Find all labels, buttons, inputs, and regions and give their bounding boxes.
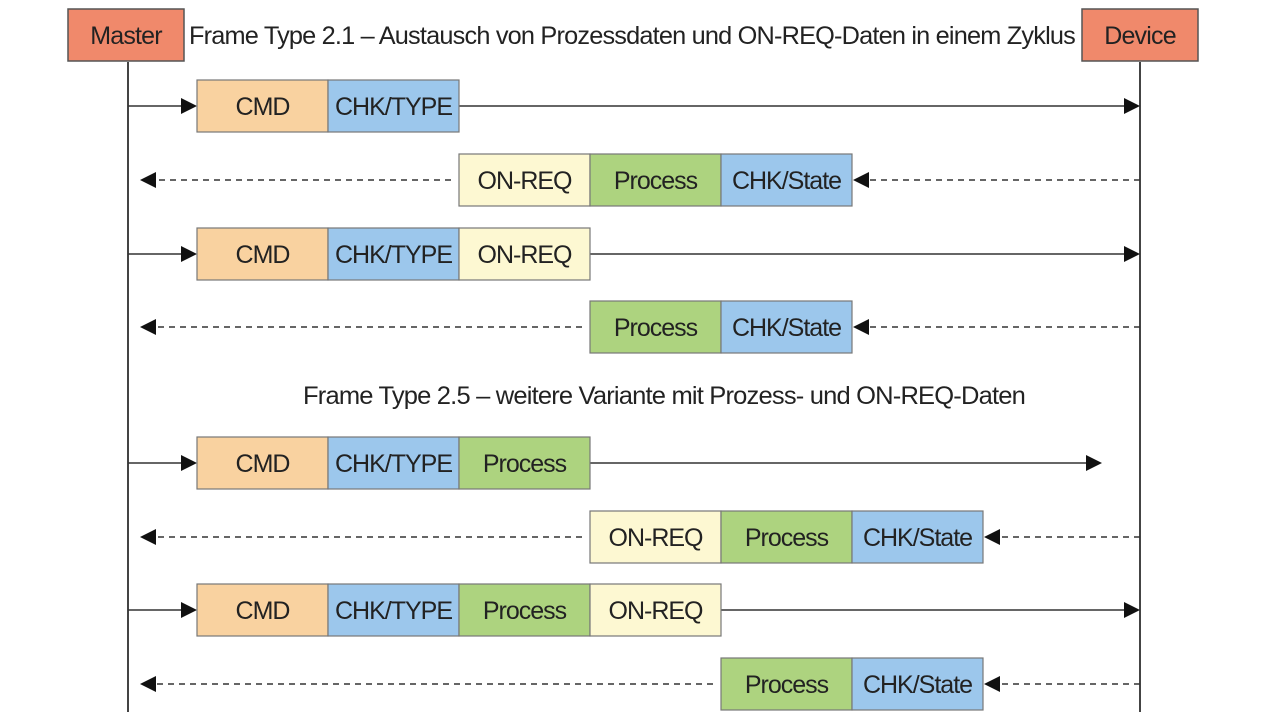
field-label: CHK/State [732,167,841,195]
field-box [327,79,460,133]
field-on-req: ON-REQ [589,583,722,637]
field-box [851,657,984,711]
message-row: CMD CHK/TYPE [128,79,1140,133]
arrowhead-icon [1124,602,1140,618]
field-on-req: ON-REQ [589,510,722,564]
field-label: Process [614,167,698,195]
field-box [589,300,722,354]
master-label: Master [90,22,162,50]
field-cmd: CMD [196,583,329,637]
field-label: CHK/TYPE [335,93,452,121]
arrowhead-icon [181,455,197,471]
field-box [851,510,984,564]
field-chk-state: CHK/State [851,510,984,564]
device-box [1081,8,1199,62]
device-label: Device [1104,22,1176,50]
field-label: CHK/State [732,314,841,342]
field-box [327,227,460,281]
arrowhead-icon [1124,246,1140,262]
field-process: Process [589,300,722,354]
field-label: CHK/TYPE [335,597,452,625]
field-cmd: CMD [196,79,329,133]
field-box [458,227,591,281]
field-process: Process [720,657,853,711]
field-chk-type: CHK/TYPE [327,436,460,490]
arrowhead-icon [984,529,1000,545]
arrowhead-icon [140,529,156,545]
frame-type-2-5-title: Frame Type 2.5 – weitere Variante mit Pr… [303,382,1025,410]
field-process: Process [589,153,722,207]
field-box [458,583,591,637]
field-label: CHK/TYPE [335,241,452,269]
frame-type-2-1-title: Frame Type 2.1 – Austausch von Prozessda… [189,22,1075,50]
field-chk-state: CHK/State [720,300,853,354]
field-box [196,583,329,637]
field-label: CHK/TYPE [335,450,452,478]
master-actor: Master [67,8,185,62]
message-row: CMD CHK/TYPE ON-REQ [128,227,1140,281]
message-row: CMD CHK/TYPE Process [128,436,1102,490]
field-label: CMD [236,450,290,478]
arrowhead-icon [140,172,156,188]
field-box [720,510,853,564]
field-cmd: CMD [196,227,329,281]
arrowhead-icon [984,676,1000,692]
field-chk-type: CHK/TYPE [327,227,460,281]
arrowhead-icon [181,98,197,114]
field-on-req: ON-REQ [458,153,591,207]
device-actor: Device [1081,8,1199,62]
field-box [589,153,722,207]
field-label: ON-REQ [609,597,704,625]
field-on-req: ON-REQ [458,227,591,281]
arrowhead-icon [853,172,869,188]
field-box [720,300,853,354]
field-box [196,227,329,281]
field-label: Process [483,597,567,625]
field-label: CMD [236,597,290,625]
message-row: ON-REQ Process CHK/State [140,153,1140,207]
arrowhead-icon [140,319,156,335]
arrowhead-icon [181,246,197,262]
field-label: Process [614,314,698,342]
field-chk-state: CHK/State [720,153,853,207]
field-chk-type: CHK/TYPE [327,79,460,133]
field-box [720,153,853,207]
field-cmd: CMD [196,436,329,490]
field-process: Process [458,583,591,637]
field-box [589,510,722,564]
field-label: CHK/State [863,671,972,699]
master-box [67,8,185,62]
field-label: Process [483,450,567,478]
field-process: Process [720,510,853,564]
field-box [327,436,460,490]
arrowhead-icon [1124,98,1140,114]
field-box [720,657,853,711]
field-label: CMD [236,93,290,121]
message-row: Process CHK/State [140,657,1140,711]
message-row: Process CHK/State [140,300,1140,354]
field-label: CHK/State [863,524,972,552]
message-row: CMD CHK/TYPE Process ON-REQ [128,583,1140,637]
message-row: ON-REQ Process CHK/State [140,510,1140,564]
field-chk-state: CHK/State [851,657,984,711]
field-label: Process [745,671,829,699]
field-label: ON-REQ [609,524,704,552]
field-label: ON-REQ [478,167,573,195]
arrowhead-icon [181,602,197,618]
field-label: ON-REQ [478,241,573,269]
field-label: CMD [236,241,290,269]
field-process: Process [458,436,591,490]
field-box [458,153,591,207]
field-box [458,436,591,490]
arrowhead-icon [140,676,156,692]
field-chk-type: CHK/TYPE [327,583,460,637]
field-box [589,583,722,637]
arrowhead-icon [853,319,869,335]
field-label: Process [745,524,829,552]
arrowhead-icon [1086,455,1102,471]
field-box [196,436,329,490]
